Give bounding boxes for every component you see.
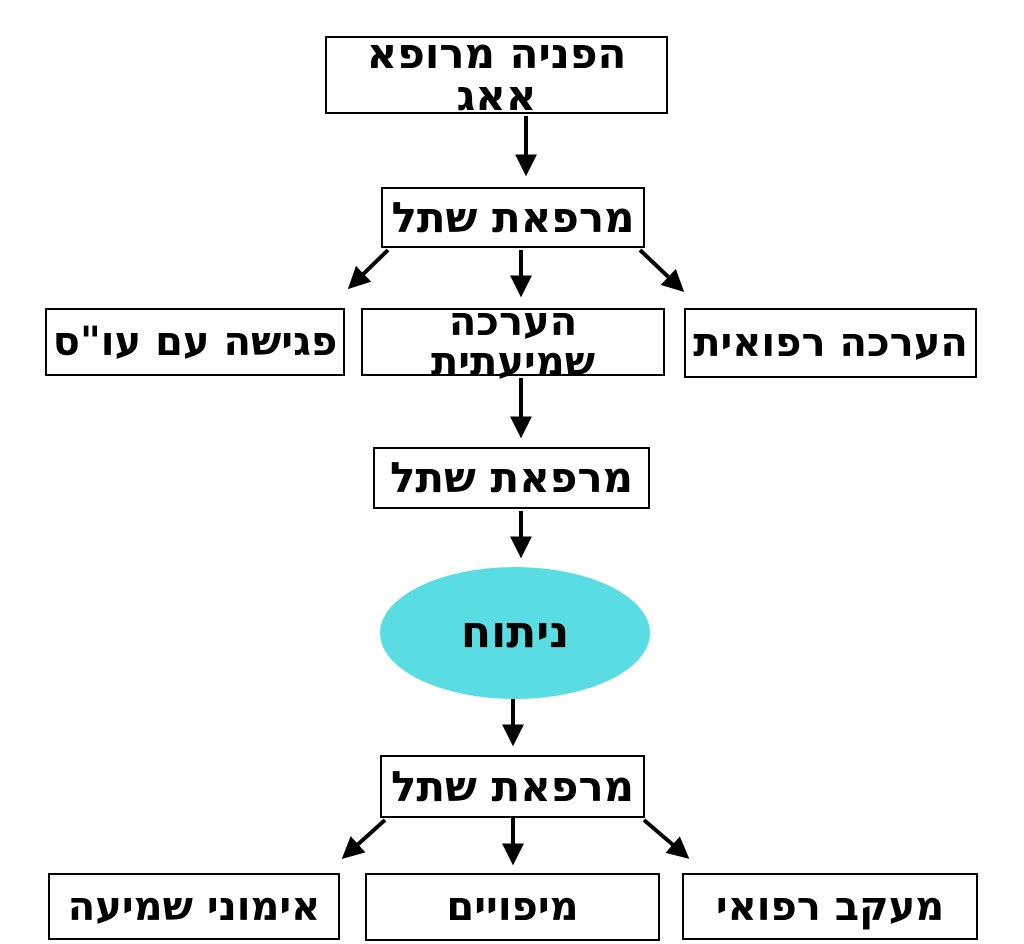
node-implant-clinic-2: מרפאת שתל: [373, 447, 650, 509]
node-hearing-assessment-label: הערכה שמיעתית: [430, 299, 596, 385]
node-referral-label: הפניה מרופא אאג: [366, 29, 627, 120]
node-implant-clinic-1-label: מרפאת שתל: [391, 192, 635, 242]
node-referral: הפניה מרופא אאג: [325, 29, 668, 120]
node-social-worker-meeting: פגישה עם עו"ס: [45, 308, 345, 376]
node-mappings-label: מיפויים: [446, 884, 579, 930]
node-mappings: מיפויים: [365, 873, 660, 941]
arrow-clinic-training: [341, 818, 387, 859]
node-medical-followup-label: מעקב רפואי: [715, 883, 945, 930]
node-surgery-label: ניתוח: [460, 607, 570, 658]
node-medical-followup: מעקב רפואי: [682, 873, 978, 940]
arrow-clinic-medical: [638, 248, 685, 293]
node-hearing-assessment: הערכה שמיעתית: [361, 302, 665, 382]
arrow-clinic-followup: [642, 818, 690, 859]
node-implant-clinic-3-label: מרפאת שתל: [390, 761, 635, 811]
node-social-worker-meeting-label: פגישה עם עו"ס: [52, 319, 338, 365]
arrow-clinic-social: [347, 248, 390, 290]
node-surgery-ellipse: ניתוח: [380, 567, 650, 699]
node-hearing-training: אימוני שמיעה: [48, 873, 340, 940]
node-hearing-training-label: אימוני שמיעה: [67, 883, 321, 930]
node-implant-clinic-1: מרפאת שתל: [381, 187, 645, 248]
node-medical-assessment: הערכה רפואית: [684, 308, 977, 378]
node-medical-assessment-label: הערכה רפואית: [693, 320, 968, 366]
node-implant-clinic-3: מרפאת שתל: [380, 755, 645, 818]
node-implant-clinic-2-label: מרפאת שתל: [389, 453, 634, 502]
